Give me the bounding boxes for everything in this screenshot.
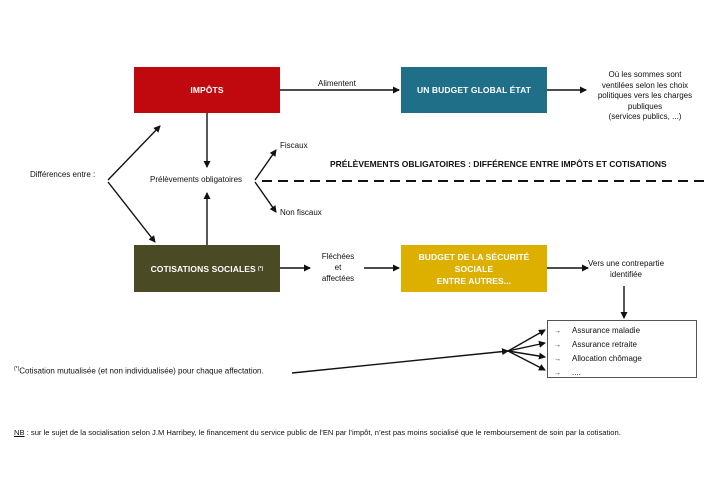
arrow-hub-to-chomage xyxy=(507,350,546,360)
list-item-label: Assurance maladie xyxy=(572,326,641,335)
list-item: →.... xyxy=(554,366,696,380)
arrow-hub-to-retraite xyxy=(507,340,546,352)
flechees-line-2: et xyxy=(334,263,342,272)
alimentent-label: Alimentent xyxy=(318,79,356,88)
arrow-differences-to-impots xyxy=(107,125,161,181)
list-item-label: Allocation chômage xyxy=(572,354,642,363)
flechees-line-3: affectées xyxy=(321,274,355,283)
arrow-to-fiscaux xyxy=(254,149,277,181)
ventilees-line-1: Où les sommes sont xyxy=(608,70,682,79)
arrow-right-icon: → xyxy=(554,342,561,349)
ventilees-text: Où les sommes sont ventilées selon les c… xyxy=(585,70,705,123)
flechees-text: Fléchées et affectées xyxy=(312,251,364,284)
footnote-text: Cotisation mutualisée (et non individual… xyxy=(19,366,264,376)
arrow-to-non-fiscaux xyxy=(254,181,277,213)
contrepartie-text: Vers une contrepartie identifiée xyxy=(584,258,668,280)
cotisations-label: COTISATIONS SOCIALES xyxy=(150,263,256,274)
list-item: → Allocation chômage xyxy=(554,352,696,366)
budget-secu-box: BUDGET DE LA SÉCURITÉ SOCIALE ENTRE AUTR… xyxy=(401,245,547,292)
list-item: → Assurance maladie xyxy=(554,324,696,338)
flechees-line-1: Fléchées xyxy=(321,252,355,261)
non-fiscaux-label: Non fiscaux xyxy=(280,208,322,217)
prestations-list: → Assurance maladie → Assurance retraite →… xyxy=(547,320,697,378)
arrow-hub-to-maladie xyxy=(507,329,546,352)
fiscaux-label: Fiscaux xyxy=(280,141,308,150)
nb-note: NB : sur le sujet de la socialisation se… xyxy=(14,428,714,438)
cotisations-marker: (*) xyxy=(257,265,264,272)
list-item: → Assurance retraite xyxy=(554,338,696,352)
budget-secu-label-1: BUDGET DE LA SÉCURITÉ SOCIALE xyxy=(418,251,530,274)
difference-title: PRÉLÈVEMENTS OBLIGATOIRES : DIFFÉRENCE E… xyxy=(330,159,667,169)
ventilees-line-2: ventilées selon les choix xyxy=(601,80,689,90)
budget-etat-label: UN BUDGET GLOBAL ÉTAT xyxy=(416,85,531,95)
contrepartie-line-1: Vers une contrepartie xyxy=(587,259,665,268)
budget-secu-label-2: ENTRE AUTRES... xyxy=(436,275,512,286)
differences-label: Différences entre : xyxy=(30,170,96,179)
ventilees-line-4: publiques xyxy=(627,101,663,111)
arrow-right-icon: → xyxy=(554,356,561,363)
footnote: (*)Cotisation mutualisée (et non individ… xyxy=(14,364,264,377)
arrow-footnote-to-hub xyxy=(291,348,509,374)
impots-label: IMPÔTS xyxy=(190,85,224,95)
arrow-right-icon: → xyxy=(554,328,561,335)
ventilees-line-3: politiques vers les charges xyxy=(597,91,693,100)
arrow-right-icon: → xyxy=(554,370,561,377)
impots-box: IMPÔTS xyxy=(134,67,280,113)
footnote-marker: (*) xyxy=(14,366,20,372)
arrow-hub-to-etc xyxy=(507,350,546,371)
nb-text: : sur le sujet de la socialisation selon… xyxy=(24,428,621,437)
cotisations-box: COTISATIONS SOCIALES(*) xyxy=(134,245,280,292)
arrow-differences-to-cotisations xyxy=(107,181,156,243)
list-item-label: Assurance retraite xyxy=(572,340,637,349)
budget-etat-box: UN BUDGET GLOBAL ÉTAT xyxy=(401,67,547,113)
ventilees-line-5: (services publics, ...) xyxy=(608,112,682,121)
contrepartie-line-2: identifiée xyxy=(609,270,643,279)
prelevements-label: Prélèvements obligatoires xyxy=(150,175,243,184)
list-item-label: .... xyxy=(572,368,581,377)
nb-label: NB xyxy=(14,428,25,437)
